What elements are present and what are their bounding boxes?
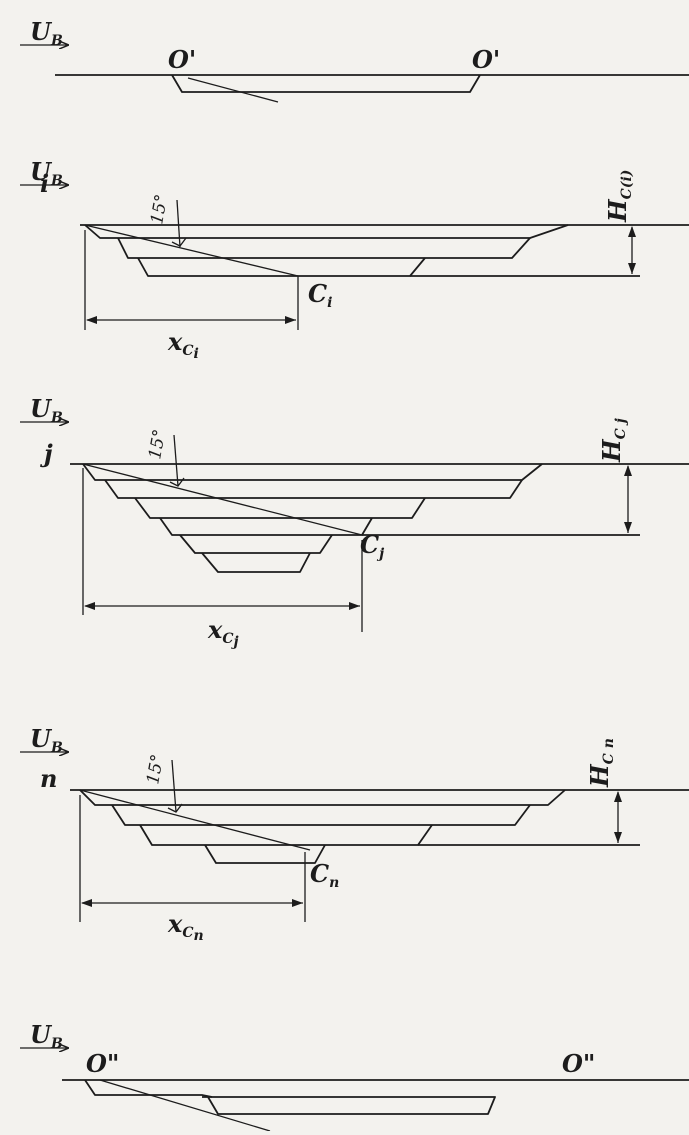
dim-label-x-cn: xCn [167, 909, 204, 944]
velocity-arrow-1: UB [20, 17, 68, 49]
trench-5b [202, 1096, 496, 1115]
point-label-cj: Cj [360, 530, 384, 562]
angle-mark-2 [171, 237, 187, 247]
start-label-i: i [40, 169, 49, 198]
dim-label-h-cn: HC n [585, 738, 617, 788]
svg-text:UB: UB [30, 157, 63, 189]
slope-line-2 [84, 224, 299, 277]
slope-line-5 [99, 1079, 271, 1132]
panel-stage-n: UB 15° n Cn xCn HC n [20, 724, 689, 944]
label-o-dprime-right: O" [562, 1049, 595, 1078]
dim-label-x-ci: xCi [167, 327, 199, 362]
crater-step-3f [201, 552, 311, 573]
crater-step-3c [134, 497, 426, 519]
crater-step-4d [204, 844, 326, 864]
crater-step-3e [179, 534, 333, 554]
panel-stage-j: UB 15° j Cj xCj HC j [20, 394, 689, 650]
angle-label-3: 15° [145, 428, 170, 461]
point-label-ci: Ci [308, 279, 332, 311]
velocity-arrow-5: UB [20, 1020, 68, 1052]
crater-step-3a [82, 463, 543, 481]
velocity-arrow-4: UB [20, 724, 68, 756]
start-label-j: j [40, 439, 53, 468]
crater-step-4a [79, 789, 566, 806]
angle-label-2: 15° [147, 193, 172, 226]
slope-line-1 [187, 77, 279, 103]
velocity-arrow-3: UB [20, 394, 68, 426]
crater-step-2b [117, 237, 531, 259]
panel-initial: UB O' O' [20, 17, 689, 103]
angle-mark-4 [167, 803, 183, 813]
slope-line-4 [79, 789, 311, 851]
crater-step-4c [139, 824, 433, 846]
crater-step-3d [159, 517, 373, 536]
point-label-cn: Cn [310, 859, 339, 891]
crater-step-2c [137, 257, 426, 277]
trench-1 [171, 74, 481, 93]
angle-ref-4 [171, 759, 177, 813]
svg-text:UB: UB [30, 724, 63, 756]
angle-label-4: 15° [143, 753, 168, 786]
dim-label-h-ci: HC(i) [603, 170, 635, 223]
dim-label-h-cj: HC j [597, 418, 629, 463]
dim-label-x-cj: xCj [207, 615, 239, 650]
crater-step-4b [111, 804, 531, 826]
svg-text:UB: UB [30, 17, 63, 49]
crater-step-2a [84, 224, 569, 239]
angle-ref-3 [173, 434, 179, 487]
svg-text:UB: UB [30, 394, 63, 426]
panel-stage-i: UB 15° i Ci xCi HC(i) [20, 157, 689, 362]
label-o-prime-left: O' [168, 45, 196, 74]
slope-line-3 [82, 463, 363, 536]
start-label-n: n [40, 764, 57, 793]
label-o-dprime-left: O" [86, 1049, 119, 1078]
angle-ref-2 [176, 199, 181, 248]
panel-final: UB O" O" [20, 1020, 689, 1132]
label-o-prime-right: O' [472, 45, 500, 74]
svg-text:UB: UB [30, 1020, 63, 1052]
crater-step-3b [104, 479, 523, 499]
velocity-arrow-2: UB [20, 157, 68, 189]
angle-mark-3 [169, 477, 185, 487]
